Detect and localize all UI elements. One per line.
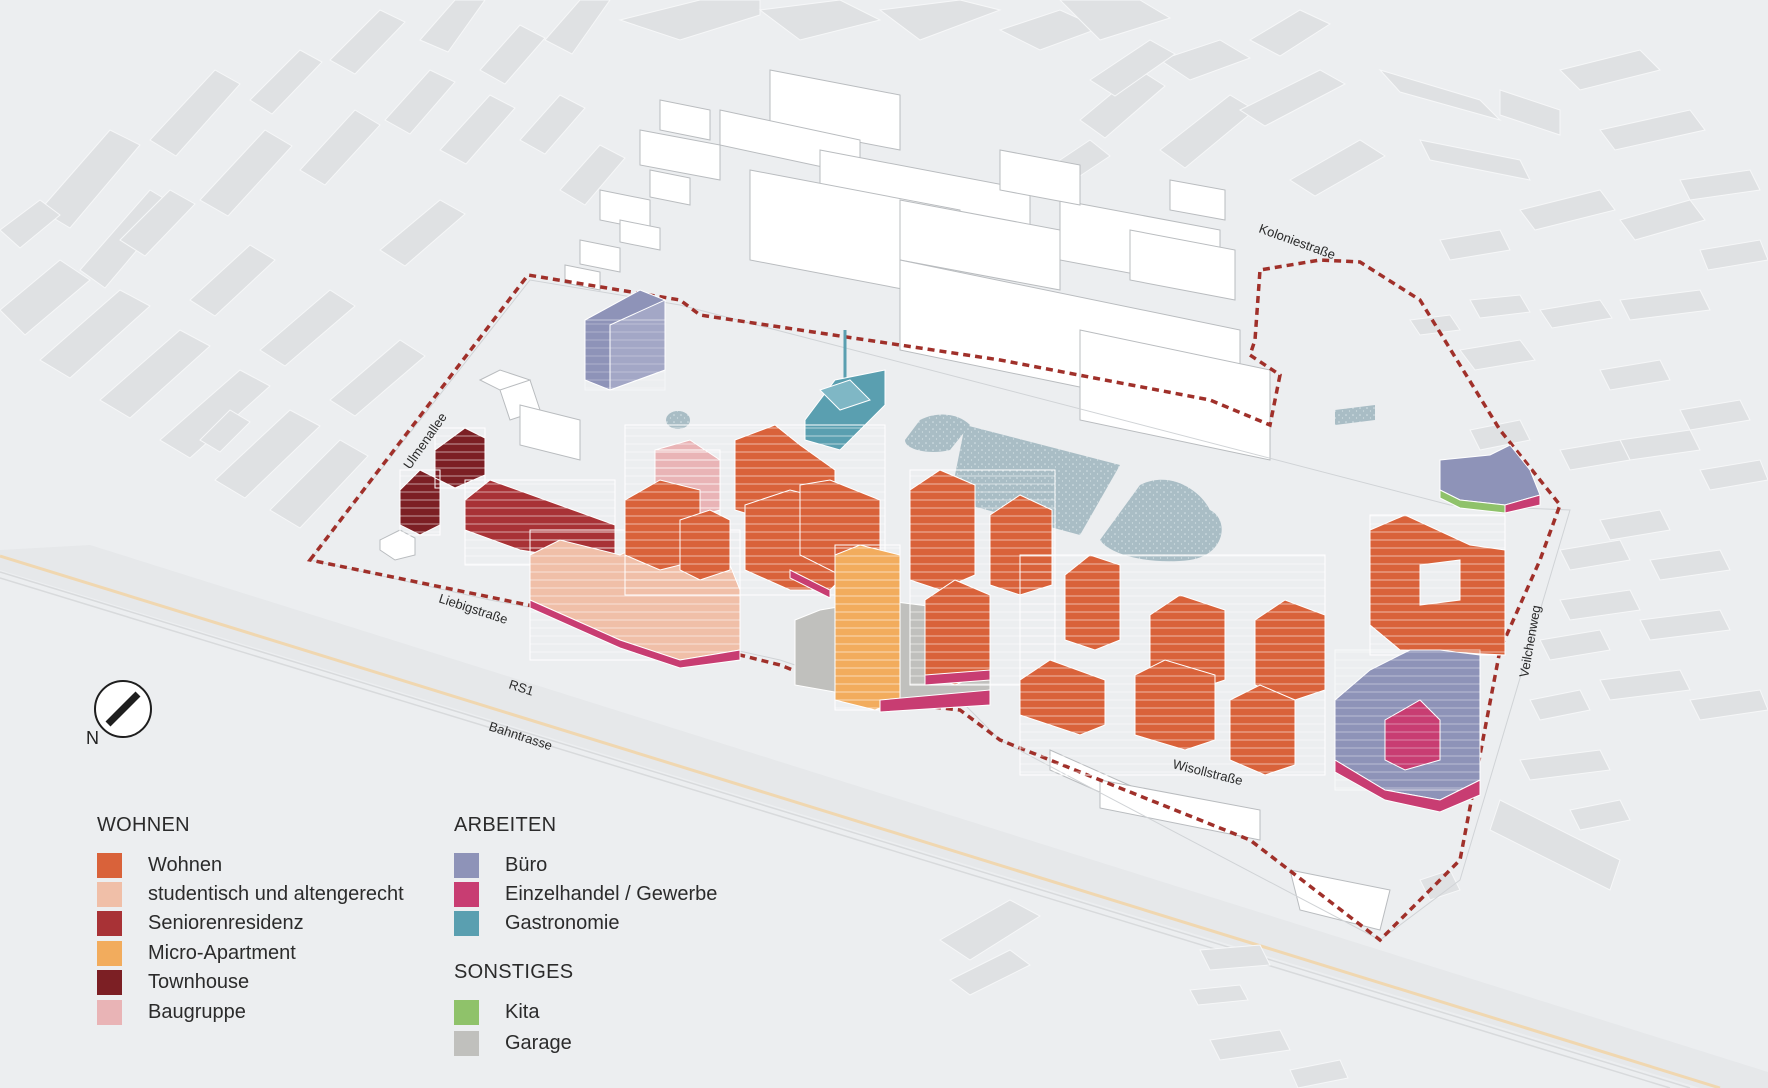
building-wohnen-south-row bbox=[1019, 554, 1326, 776]
new-buildings bbox=[399, 289, 1541, 813]
building-wohnen-towers bbox=[909, 469, 1056, 686]
north-label: N bbox=[86, 728, 99, 748]
building-wohnen-east bbox=[1369, 514, 1506, 656]
street-rs1: RS1 bbox=[507, 677, 536, 699]
railway-bahntrasse bbox=[0, 545, 1768, 1088]
building-buero-ne bbox=[1439, 444, 1541, 514]
building-townhouses bbox=[399, 427, 486, 536]
rs1-line bbox=[0, 554, 1721, 1088]
building-wohnen-cluster-a bbox=[624, 424, 886, 599]
building-buero-nw bbox=[584, 289, 666, 391]
building-buero-east bbox=[1334, 649, 1481, 813]
north-arrow-icon bbox=[94, 680, 152, 738]
existing-buildings bbox=[379, 69, 1391, 931]
